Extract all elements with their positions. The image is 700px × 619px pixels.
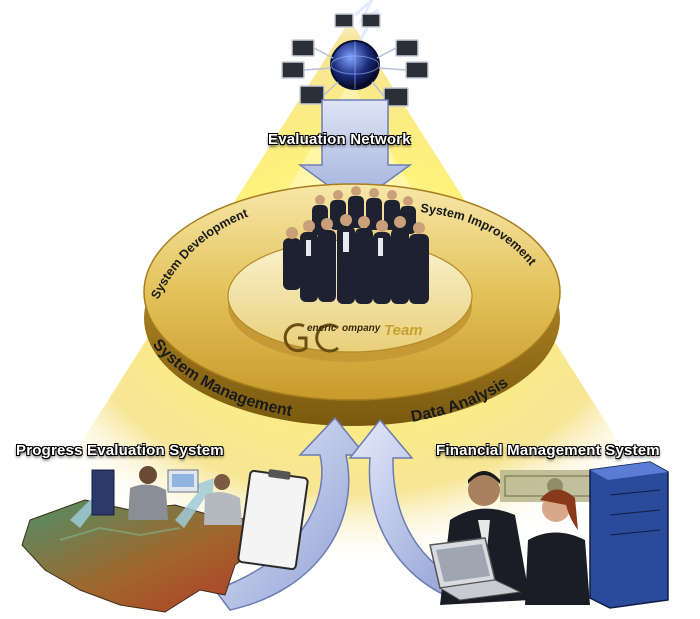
team-group-photo bbox=[283, 186, 429, 304]
office-people-photo bbox=[91, 466, 242, 525]
gc-logo-icon bbox=[283, 323, 339, 353]
right-up-arrow bbox=[348, 418, 472, 601]
label-progress-evaluation-system: Progress Evaluation System bbox=[16, 442, 224, 459]
generic-company-team-logo: eneric ompany Team bbox=[282, 318, 432, 358]
server-tower-icon bbox=[589, 461, 669, 609]
label-financial-management-system: Financial Management System bbox=[436, 442, 660, 459]
logo-word-generic: eneric bbox=[307, 323, 337, 334]
network-links bbox=[303, 47, 407, 97]
computer-monitors-icon bbox=[281, 13, 429, 107]
label-evaluation-network: Evaluation Network bbox=[268, 131, 411, 148]
logo-word-team: Team bbox=[384, 322, 423, 339]
logo-word-company: ompany bbox=[342, 323, 381, 334]
clipboard-icon bbox=[237, 469, 309, 571]
business-people-laptop-photo bbox=[429, 471, 590, 605]
